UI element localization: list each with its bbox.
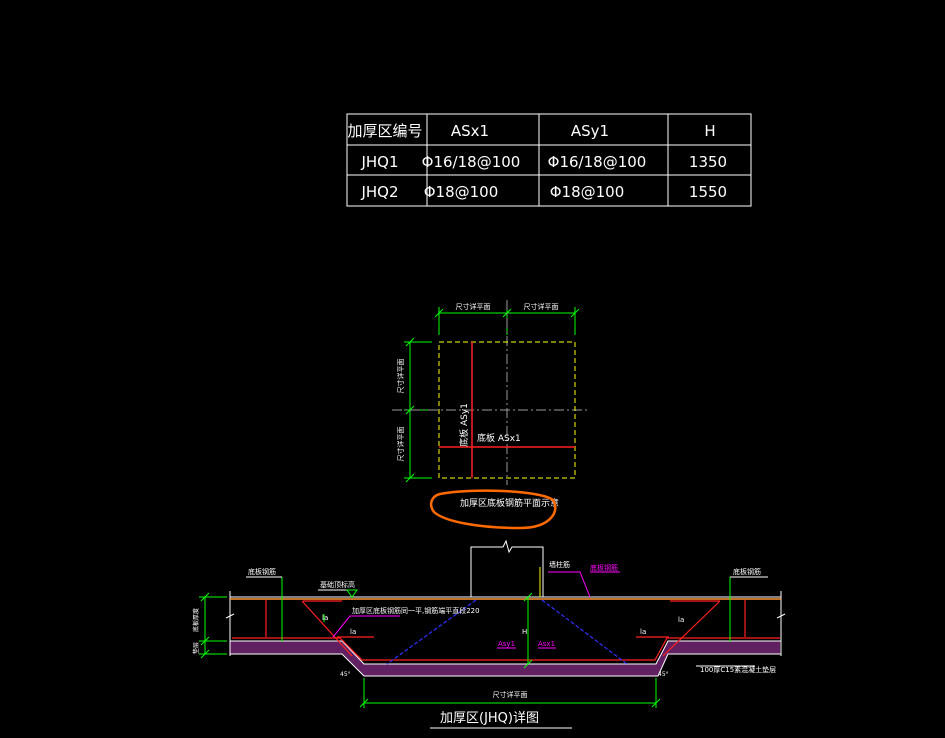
table-border: [346, 113, 752, 207]
section-label-note-bar: 加厚区底板钢筋同一平,钢筋端平直段220: [352, 606, 480, 615]
plan-dim-label: 尺寸详平面: [396, 359, 405, 394]
thickened-zone-boundary: [438, 341, 576, 479]
section-label-angle-right: 45°: [658, 671, 669, 678]
table-cell-r2-h: 1550: [689, 183, 727, 201]
table-cell-r2-id: JHQ2: [360, 183, 398, 201]
plan-view: 尺寸详平面 尺寸详平面 尺寸详平面 尺寸详平面 底板 ASy1 底板 ASx1 …: [392, 300, 588, 530]
section-leaders: [246, 567, 768, 667]
table-cell-r1-id: JHQ1: [360, 153, 398, 171]
plan-dim-label: 尺寸详平面: [524, 302, 559, 311]
section-label-cushion-right: 100厚C15素混凝土垫层: [700, 665, 776, 674]
slab-cushion-hatch: [230, 641, 780, 676]
table-header-asy1: ASy1: [571, 122, 609, 140]
section-label-top-magenta: 底板钢筋: [590, 563, 618, 572]
table-header-asx1: ASx1: [451, 122, 489, 140]
section-break-marks: [225, 613, 786, 619]
plan-note: 加厚区底板钢筋平面示意: [460, 497, 559, 509]
section-dimensions: [199, 577, 731, 708]
section-label-la: la: [350, 628, 356, 636]
table-header-h: H: [704, 122, 715, 140]
section-label-left-bar: 底板钢筋: [248, 567, 276, 576]
section-view: 底板钢筋 底板钢筋 墙柱筋 底板钢筋 基础顶标高 加厚区底板钢筋同一平,钢筋端平…: [192, 539, 786, 729]
section-label-right-bar: 底板钢筋: [733, 567, 761, 576]
rebar-table: [346, 113, 752, 207]
section-label-la: la: [678, 616, 684, 624]
section-label-elevation: 基础顶标高: [320, 580, 355, 589]
table-cell-r2-asy1: Φ18@100: [550, 183, 625, 201]
plan-label-asx1: 底板 ASx1: [477, 432, 521, 444]
plan-centerlines: [392, 300, 588, 485]
section-label-angle-left: 45°: [340, 671, 351, 678]
table-header-id: 加厚区编号: [347, 122, 422, 140]
section-column: [470, 539, 544, 597]
section-label-top-mid: 墙柱筋: [549, 560, 570, 569]
section-label-bottom-dim: 尺寸详平面: [493, 690, 528, 699]
section-label-asx1: Asx1: [538, 640, 555, 648]
highlight-annotation: [429, 489, 557, 530]
section-label-h: H: [522, 628, 527, 636]
section-label-asy1: Asy1: [498, 640, 515, 648]
section-label-thickness: 底板厚度: [192, 608, 200, 632]
section-rebars: [232, 600, 780, 661]
section-label-la: la: [322, 614, 328, 622]
drawing-title: 加厚区(JHQ)详图: [440, 711, 539, 726]
plan-dim-label: 尺寸详平面: [396, 427, 405, 462]
table-cell-r1-asx1: Φ16/18@100: [422, 153, 521, 171]
table-cell-r2-asx1: Φ18@100: [424, 183, 499, 201]
table-cell-r1-asy1: Φ16/18@100: [548, 153, 647, 171]
plan-label-asy1: 底板 ASy1: [458, 403, 470, 447]
plan-dim-label: 尺寸详平面: [456, 302, 491, 311]
section-label-la: la: [640, 628, 646, 636]
table-cell-r1-h: 1350: [689, 153, 727, 171]
section-slope-lines: [386, 599, 628, 665]
slab-outline: [229, 591, 782, 677]
section-label-cushion-left: 垫层: [192, 642, 200, 654]
